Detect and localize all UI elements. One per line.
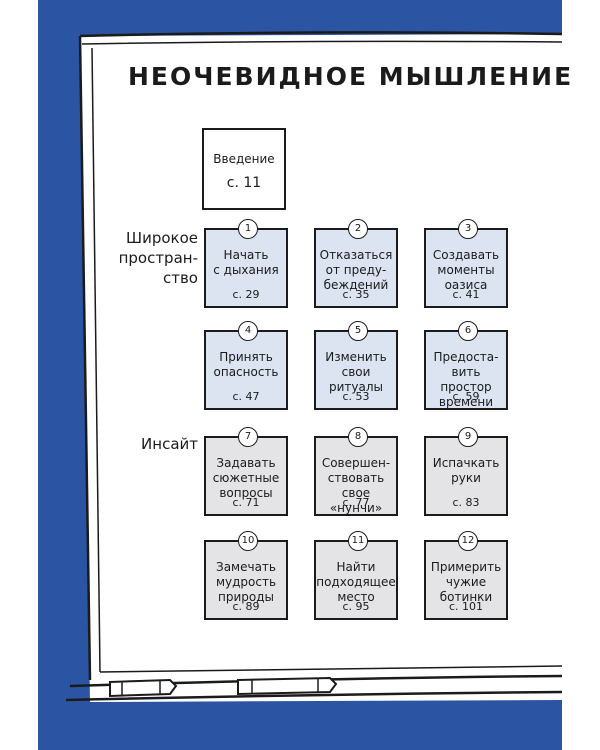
marker-2 xyxy=(237,676,338,696)
chapter-title: Создавать моменты оазиса xyxy=(432,248,500,292)
chapter-page: с. 59 xyxy=(452,390,480,403)
chapter-number-badge: 4 xyxy=(238,321,258,341)
chapter-number-badge: 2 xyxy=(348,219,368,239)
intro-page: с. 11 xyxy=(226,175,262,191)
chapter-title: Принять опасность xyxy=(213,350,279,379)
chapter-title: Испачкать руки xyxy=(432,456,500,485)
chapter-page: с. 95 xyxy=(342,600,370,613)
chapter-title: Изменить свои ритуалы xyxy=(325,350,387,394)
chapter-page: с. 29 xyxy=(232,288,260,301)
chapter-number-badge: 6 xyxy=(458,321,478,341)
chapter-title: Примерить чужие ботинки xyxy=(430,560,502,604)
chapter-title: Отказаться от преду- беждений xyxy=(319,248,393,292)
page-title: НЕОЧЕВИДНОЕ МЫШЛЕНИЕ xyxy=(128,62,574,91)
chapter-title: Задавать сюжетные вопросы xyxy=(212,456,280,500)
chapter-page: с. 47 xyxy=(232,390,260,403)
chapter-number-badge: 1 xyxy=(238,219,258,239)
chapter-page: с. 53 xyxy=(342,390,370,403)
chapter-title: Начать с дыхания xyxy=(213,248,279,277)
chapter-page: с. 41 xyxy=(452,288,480,301)
chapter-title: Предоста- вить простор времени xyxy=(433,350,499,409)
intro-title: Введение xyxy=(213,152,275,166)
chapter-number-badge: 8 xyxy=(348,427,368,447)
chapter-page: с. 89 xyxy=(232,600,260,613)
chapter-number-badge: 3 xyxy=(458,219,478,239)
chapter-title: Замечать мудрость природы xyxy=(215,560,277,604)
chapter-number-badge: 7 xyxy=(238,427,258,447)
marker-1 xyxy=(109,678,178,698)
chapter-page: с. 35 xyxy=(342,288,370,301)
chapter-page: с. 77 xyxy=(342,496,370,509)
chapter-page: с. 71 xyxy=(232,496,260,509)
chapter-page: с. 101 xyxy=(448,600,484,613)
section-label-wide-space: Широкое простран- ство xyxy=(118,229,198,287)
chapter-title: Совершен- ствовать свое «нунчи» xyxy=(321,456,391,515)
chapter-number-badge: 12 xyxy=(458,531,478,551)
section-label-insight: Инсайт xyxy=(141,435,198,453)
chapter-page: с. 83 xyxy=(452,496,480,509)
chapter-title: Найти подходящее место xyxy=(316,560,396,604)
chapter-number-badge: 5 xyxy=(348,321,368,341)
chapter-number-badge: 10 xyxy=(238,531,258,551)
chapter-number-badge: 11 xyxy=(348,531,368,551)
chapter-number-badge: 9 xyxy=(458,427,478,447)
